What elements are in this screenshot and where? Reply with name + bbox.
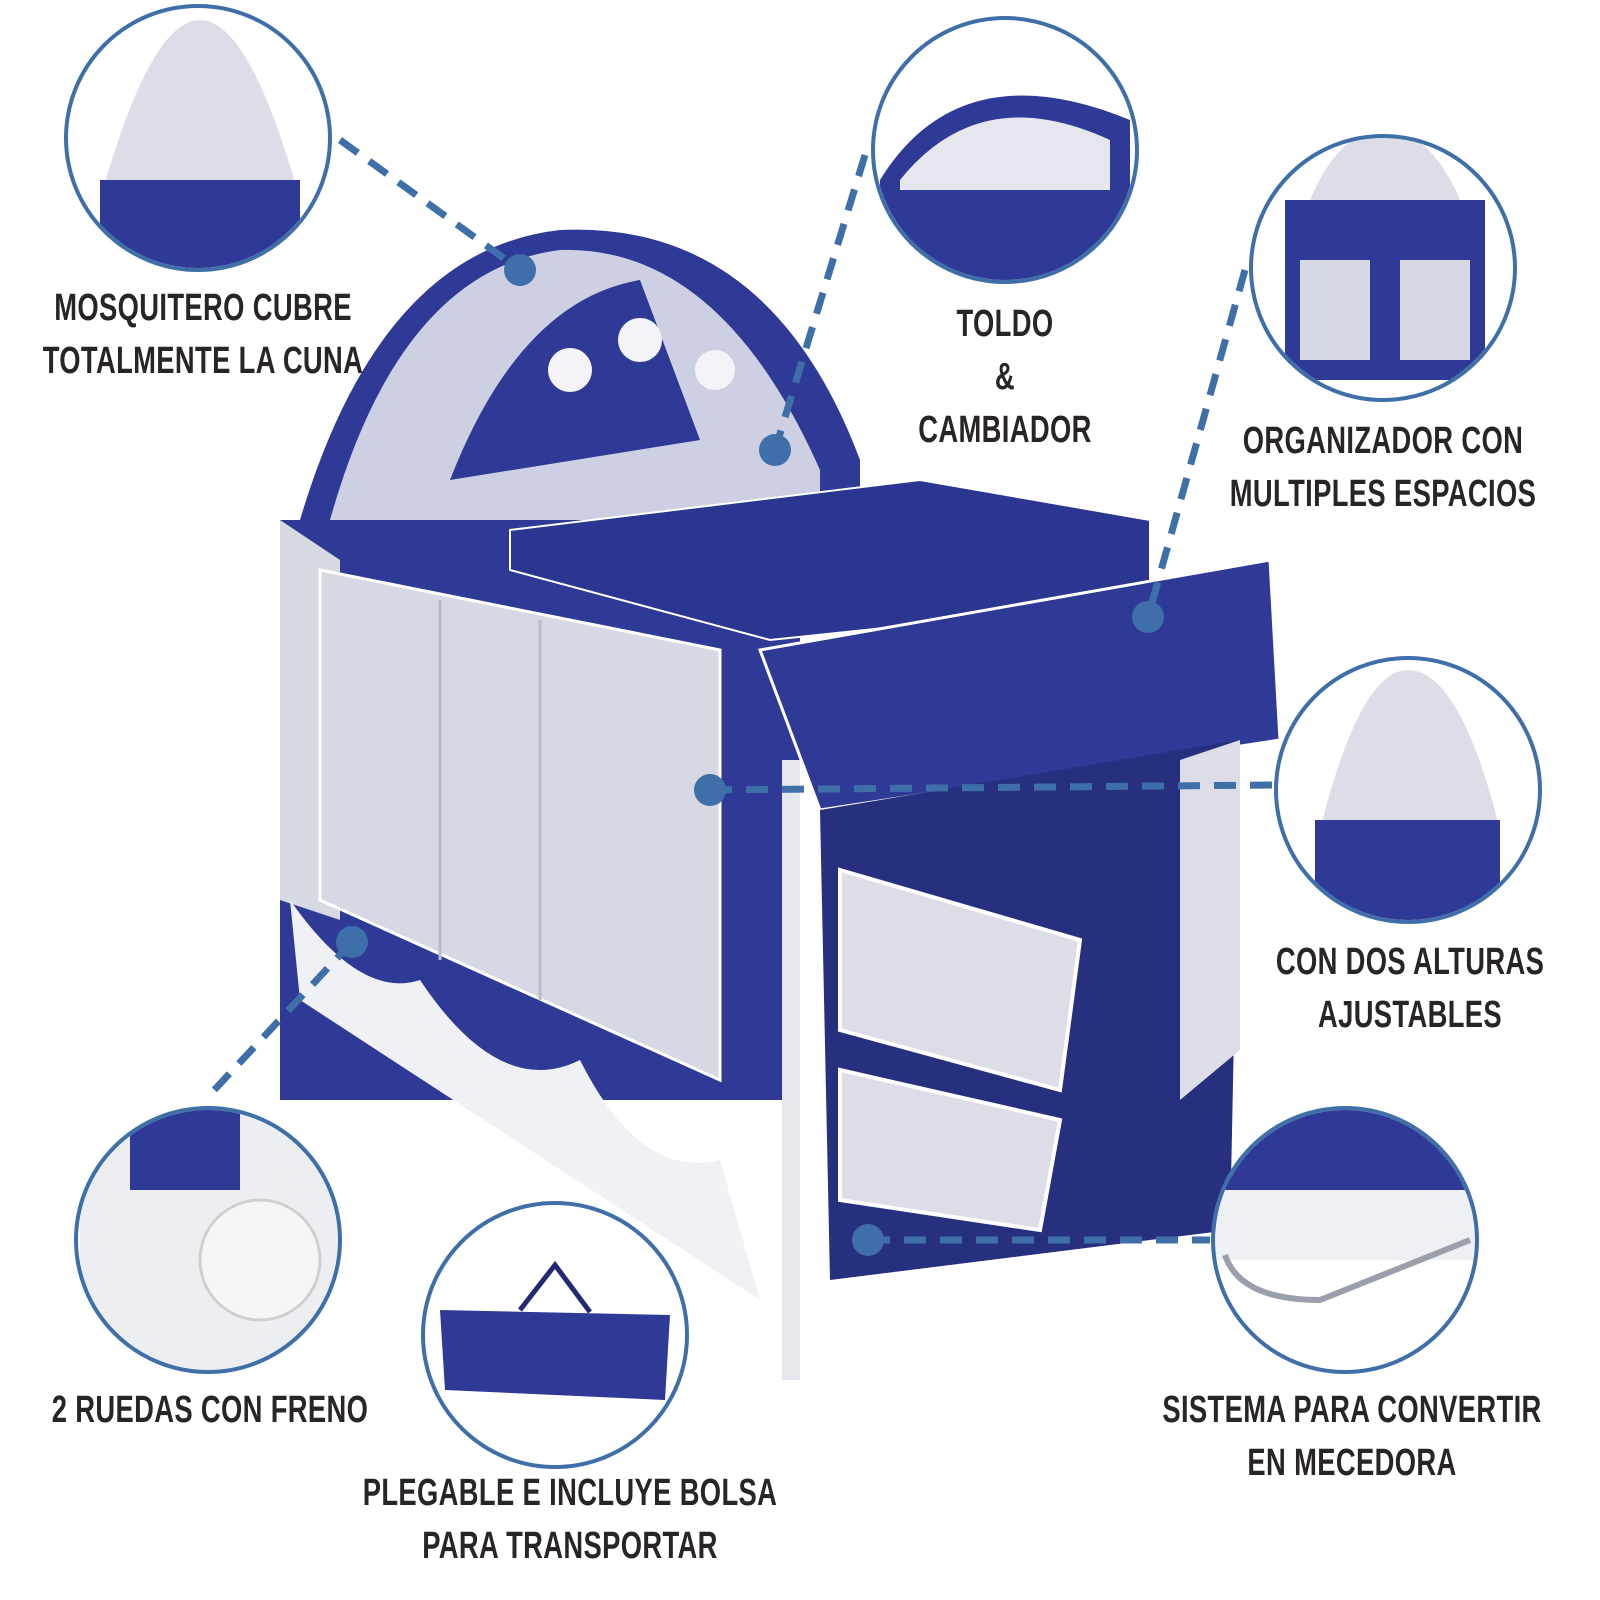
detail-mosquitero-image	[100, 20, 300, 268]
marker-dot	[504, 254, 536, 286]
label-line: 2 RUEDAS CON FRENO	[51, 1389, 369, 1431]
feature-label-organizador: ORGANIZADOR CON MULTIPLES ESPACIOS	[1230, 415, 1536, 521]
feature-label-plegable: PLEGABLE E INCLUYE BOLSA PARA TRANSPORTA…	[363, 1467, 778, 1573]
label-line: SISTEMA PARA CONVERTIR	[1162, 1389, 1542, 1431]
label-line: PLEGABLE E INCLUYE BOLSA	[362, 1472, 778, 1514]
detail-alturas-image	[1315, 670, 1500, 920]
marker-dot	[759, 434, 791, 466]
connector-toldo	[771, 153, 869, 452]
detail-circle-frame	[74, 1106, 342, 1374]
label-line: &	[994, 356, 1016, 398]
crib-product-image	[280, 229, 1282, 1380]
marker-dot	[694, 774, 726, 806]
detail-circle-frame	[64, 4, 332, 272]
label-line: PARA TRANSPORTAR	[422, 1525, 718, 1567]
detail-circle-frame	[871, 16, 1139, 284]
feature-label-mecedora: SISTEMA PARA CONVERTIR EN MECEDORA	[1162, 1384, 1541, 1490]
label-line: AJUSTABLES	[1317, 994, 1502, 1036]
label-line: CON DOS ALTURAS	[1275, 941, 1545, 983]
feature-label-mosquitero: MOSQUITERO CUBRE TOTALMENTE LA CUNA	[43, 282, 364, 388]
marker-dot	[1132, 601, 1164, 633]
connector-mosquitero	[337, 137, 523, 273]
detail-bolsa-image	[440, 1260, 670, 1400]
label-line: EN MECEDORA	[1247, 1442, 1457, 1484]
detail-circle-frame	[1274, 656, 1542, 924]
feature-label-alturas: CON DOS ALTURAS AJUSTABLES	[1276, 936, 1544, 1042]
connector-organizador	[1144, 269, 1249, 618]
feature-label-ruedas: 2 RUEDAS CON FRENO	[52, 1384, 369, 1437]
detail-organizador-image	[1285, 138, 1485, 380]
marker-dot	[336, 926, 368, 958]
detail-toldo-image	[880, 95, 1130, 280]
label-line: TOTALMENTE LA CUNA	[42, 340, 364, 382]
label-line: TOLDO	[956, 303, 1054, 345]
connector-alturas	[709, 781, 1276, 794]
detail-circle-frame	[421, 1201, 689, 1469]
marker-dot	[852, 1224, 884, 1256]
detail-circle-frame	[1249, 134, 1517, 402]
label-line: MULTIPLES ESPACIOS	[1229, 473, 1537, 515]
label-line: MOSQUITERO CUBRE	[54, 287, 352, 329]
label-line: CAMBIADOR	[918, 409, 1092, 451]
feature-label-toldo: TOLDO & CAMBIADOR	[918, 298, 1091, 457]
label-line: ORGANIZADOR CON	[1242, 420, 1524, 462]
detail-circle-frame	[1211, 1106, 1479, 1374]
detail-mecedora-image	[1215, 1110, 1475, 1304]
